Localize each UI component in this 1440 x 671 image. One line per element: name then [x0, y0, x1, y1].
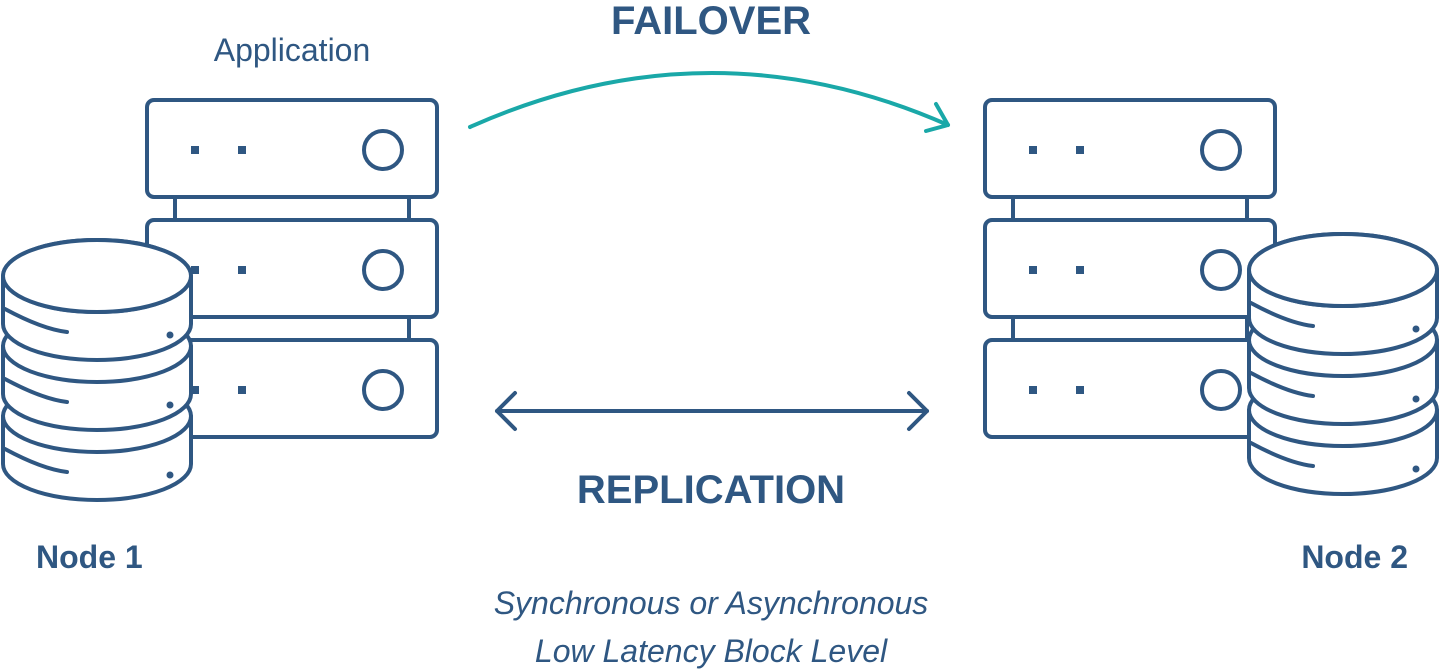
database-dot-icon [166, 471, 174, 479]
replication-level-text: Low Latency Block Level [535, 633, 888, 669]
server-led-icon [1029, 266, 1037, 274]
server-power-button-icon [362, 249, 404, 291]
database-dot-icon [166, 401, 174, 409]
server-led-icon [238, 386, 246, 394]
database-shine [1249, 371, 1315, 398]
failover-title: FAILOVER [611, 0, 811, 43]
server-unit [983, 338, 1277, 439]
server-power-button-icon [362, 369, 404, 411]
failover-arrow [468, 71, 950, 129]
failover-arrowhead-icon [924, 102, 950, 133]
server-led-icon [1029, 386, 1037, 394]
server-unit [983, 98, 1277, 199]
database-disc-rim [1247, 408, 1439, 448]
server-connector [1011, 195, 1249, 222]
replication-title: REPLICATION [577, 468, 845, 512]
server-power-button-icon [1200, 129, 1242, 171]
database-disc-rim [1, 414, 193, 454]
replication-double-arrow [495, 391, 929, 431]
database-disc-rim [1, 344, 193, 384]
database-top [1, 238, 193, 314]
application-label: Application [214, 32, 371, 68]
server-connector [173, 195, 411, 222]
server-led-icon [238, 146, 246, 154]
database-shine [3, 377, 69, 404]
server-led-icon [1076, 266, 1084, 274]
replication-mode-text: Synchronous or Asynchronous [494, 585, 929, 621]
server-led-icon [191, 386, 199, 394]
server-power-button-icon [362, 129, 404, 171]
server-led-icon [1076, 146, 1084, 154]
server-led-icon [1029, 146, 1037, 154]
server-led-icon [238, 266, 246, 274]
server-stack-node2 [983, 98, 1277, 439]
server-led-icon [191, 266, 199, 274]
node2-label: Node 2 [1301, 539, 1408, 575]
database-top [1247, 232, 1439, 308]
database-shine [3, 447, 69, 474]
node1-label: Node 1 [36, 539, 143, 575]
database-dot-icon [1412, 465, 1420, 473]
database-icon-node1 [1, 238, 193, 502]
server-power-button-icon [1200, 249, 1242, 291]
database-shine [3, 307, 69, 334]
server-connector [173, 315, 411, 342]
database-dot-icon [1412, 325, 1420, 333]
server-stack-node1 [145, 98, 439, 439]
database-disc-rim [1247, 338, 1439, 378]
server-led-icon [191, 146, 199, 154]
server-unit [145, 98, 439, 199]
database-icon-node2 [1247, 232, 1439, 496]
database-shine [1249, 441, 1315, 468]
database-shine [1249, 301, 1315, 328]
database-dot-icon [1412, 395, 1420, 403]
server-unit [983, 218, 1277, 319]
database-dot-icon [166, 331, 174, 339]
server-connector [1011, 315, 1249, 342]
server-power-button-icon [1200, 369, 1242, 411]
server-led-icon [1076, 386, 1084, 394]
